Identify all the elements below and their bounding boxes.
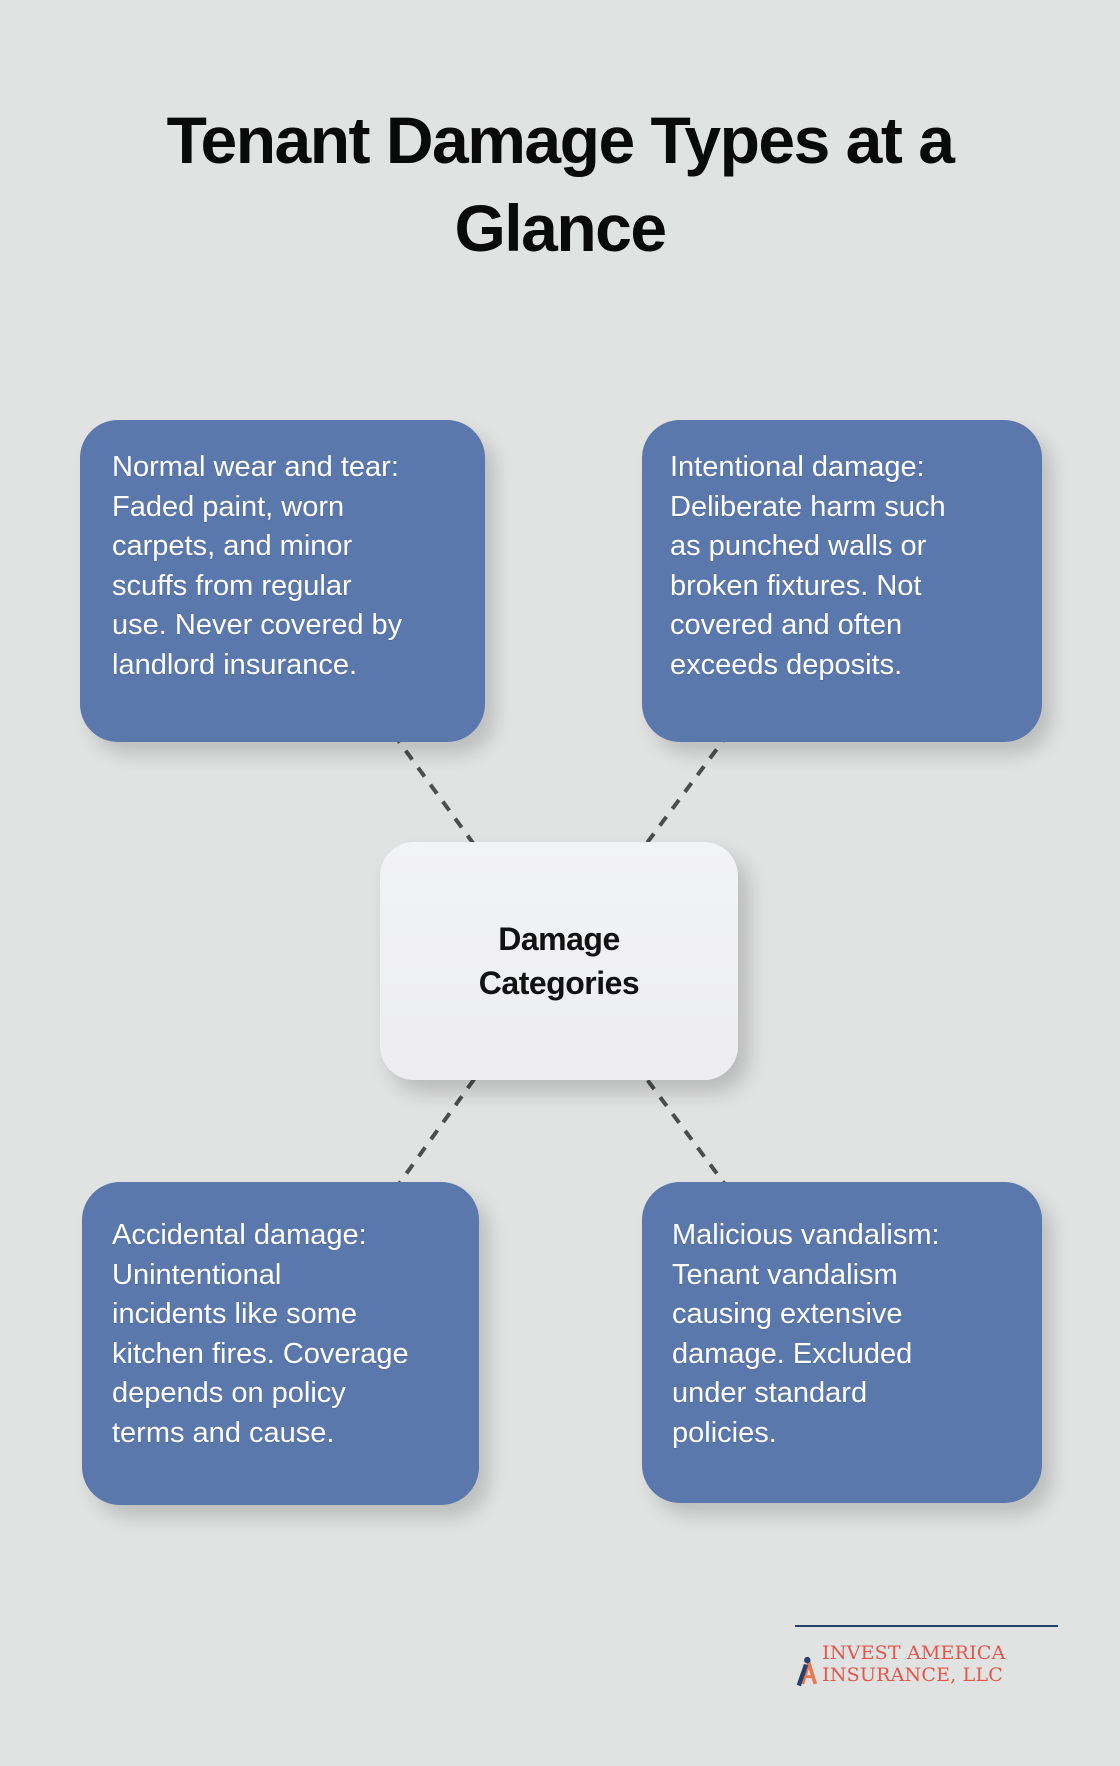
node-intentional-damage-text: Intentional damage: Deliberate harm such… bbox=[670, 451, 946, 681]
center-node-damage-categories: Damage Categories bbox=[380, 842, 738, 1080]
node-accidental-damage: Accidental damage: Unintentional inciden… bbox=[82, 1182, 479, 1505]
footer-brand: INVEST AMERICA INSURANCE, LLC bbox=[796, 1642, 1120, 1691]
node-accidental-damage-text: Accidental damage: Unintentional inciden… bbox=[112, 1219, 409, 1449]
node-normal-wear-and-tear: Normal wear and tear: Faded paint, worn … bbox=[80, 420, 485, 742]
node-malicious-vandalism-text: Malicious vandalism: Tenant vandalism ca… bbox=[672, 1219, 940, 1449]
footer-divider bbox=[795, 1625, 1058, 1627]
brand-name: INVEST AMERICA INSURANCE, LLC bbox=[822, 1642, 1006, 1686]
center-node-label: Damage Categories bbox=[478, 921, 640, 1001]
invest-america-logo-icon bbox=[796, 1656, 818, 1687]
node-normal-wear-and-tear-text: Normal wear and tear: Faded paint, worn … bbox=[112, 451, 403, 681]
node-malicious-vandalism: Malicious vandalism: Tenant vandalism ca… bbox=[642, 1182, 1042, 1503]
node-intentional-damage: Intentional damage: Deliberate harm such… bbox=[642, 420, 1042, 742]
page-title: Tenant Damage Types at a Glance bbox=[166, 103, 955, 265]
